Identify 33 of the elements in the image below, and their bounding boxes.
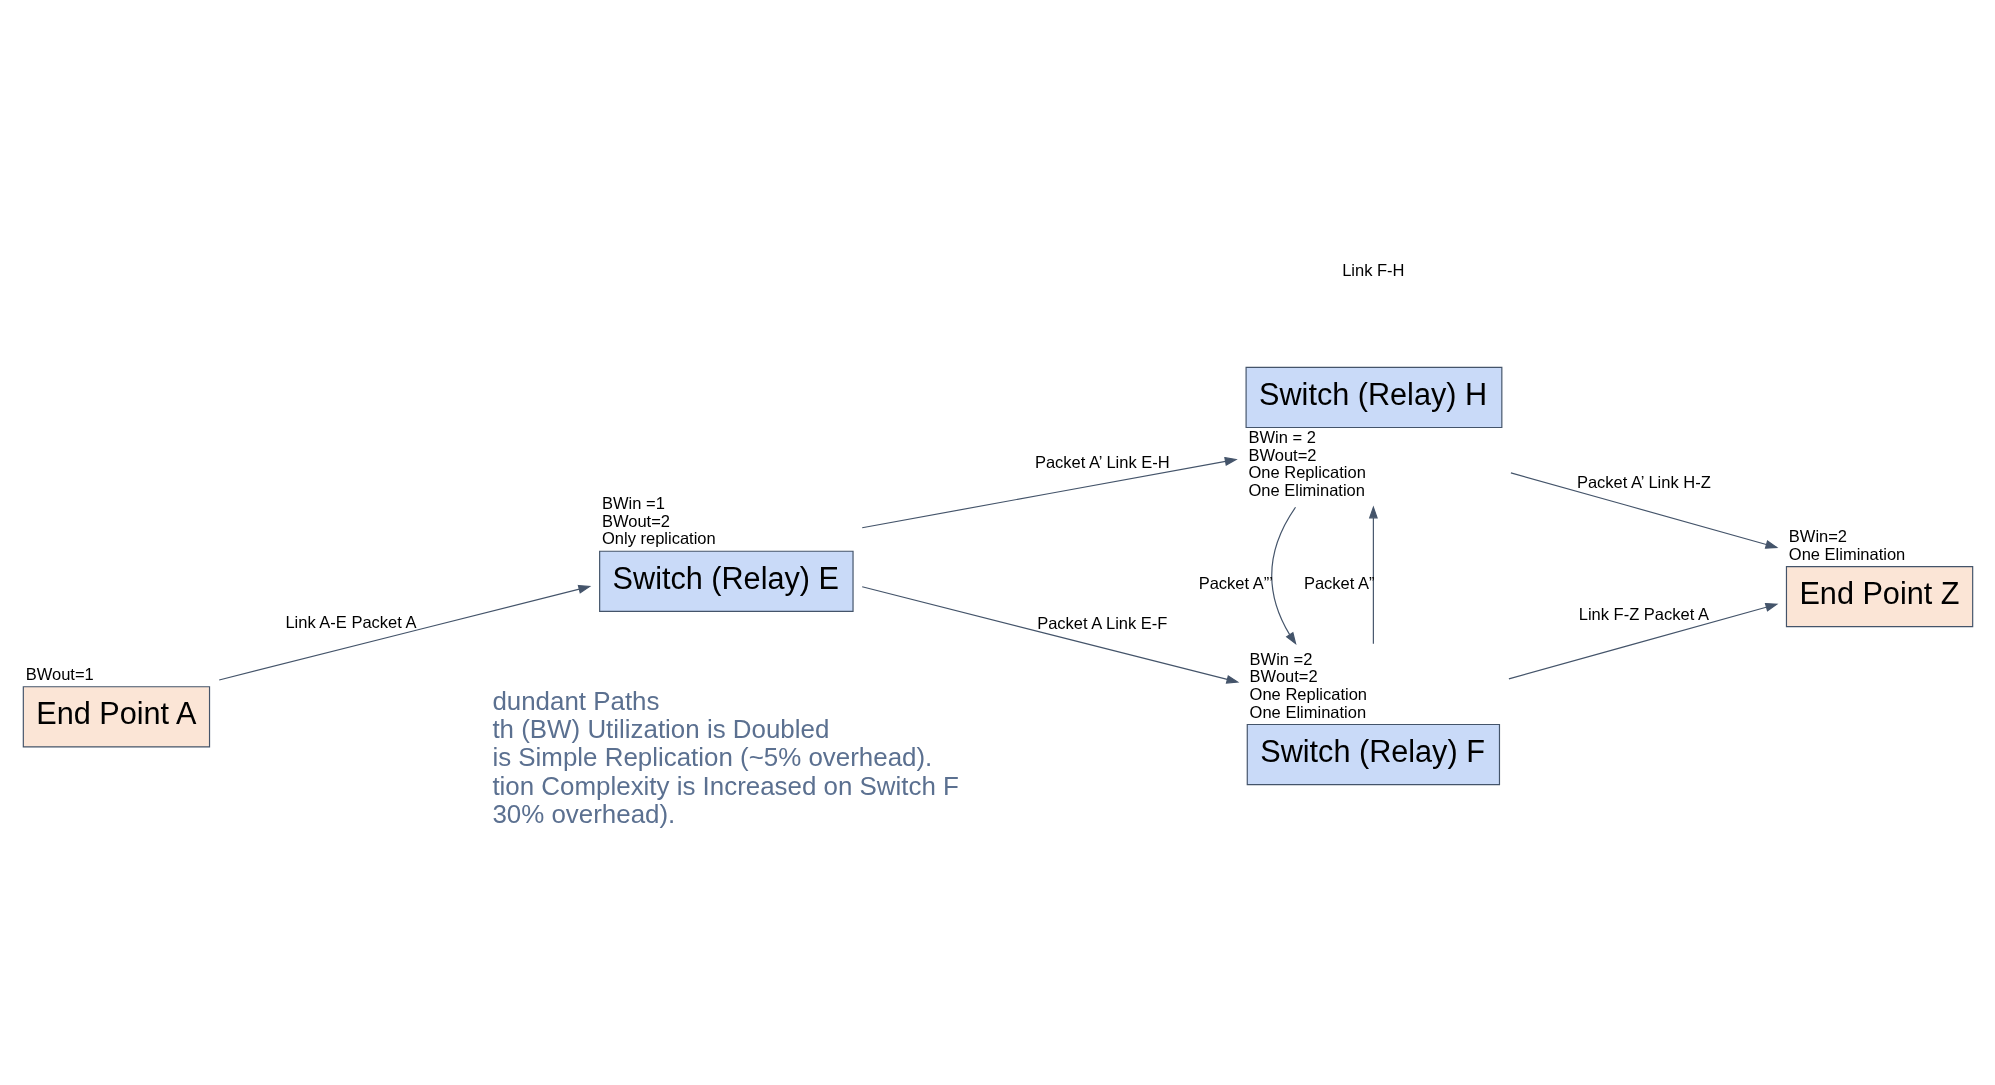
node-label: One Elimination [1247,480,1365,499]
arrow [1509,471,1778,549]
node-label: BWout=2 [1249,666,1318,685]
node-label: One Elimination [1249,702,1366,721]
node-label: One Replication [1247,462,1366,481]
label: dundant Paths [491,686,659,715]
node-label: One Replication [1249,684,1367,703]
node-label: BWin=2 [1788,526,1847,545]
edge-label: Packet A’ Link E-H [1034,452,1170,471]
node-label: BWout=2 [601,511,670,530]
node-label: BWin =2 [1249,649,1312,668]
edge-label: Packet A’ Link H-Z [1576,472,1711,491]
node-label: BWin =1 [601,493,665,512]
arrow [1368,504,1378,644]
edge-label: Packet A Link E-F [1036,613,1167,632]
arrow [861,585,1239,684]
edge-label: Link F-Z Packet A [1578,604,1709,623]
arrow [861,456,1238,528]
edge-label: Link A-E Packet A [284,612,417,631]
node-label: BWout=2 [1247,445,1316,464]
label: th (BW) Utilization is Doubled [491,714,829,743]
label: tion Complexity is Increased on Switch F [491,771,959,800]
label: is Simple Replication (~5% overhead). [491,742,932,771]
arrow [1270,506,1297,645]
node-label: One Elimination [1788,544,1905,563]
label: 30% overhead). [491,799,675,828]
label: Link F-H [1341,260,1405,279]
arrow [1507,602,1778,679]
node-label: Only replication [601,528,716,547]
arrow [218,584,591,681]
node-label: BWout=1 [25,664,94,683]
edge-label: Packet A”’ [1198,573,1273,592]
node-label: BWin = 2 [1247,427,1316,446]
